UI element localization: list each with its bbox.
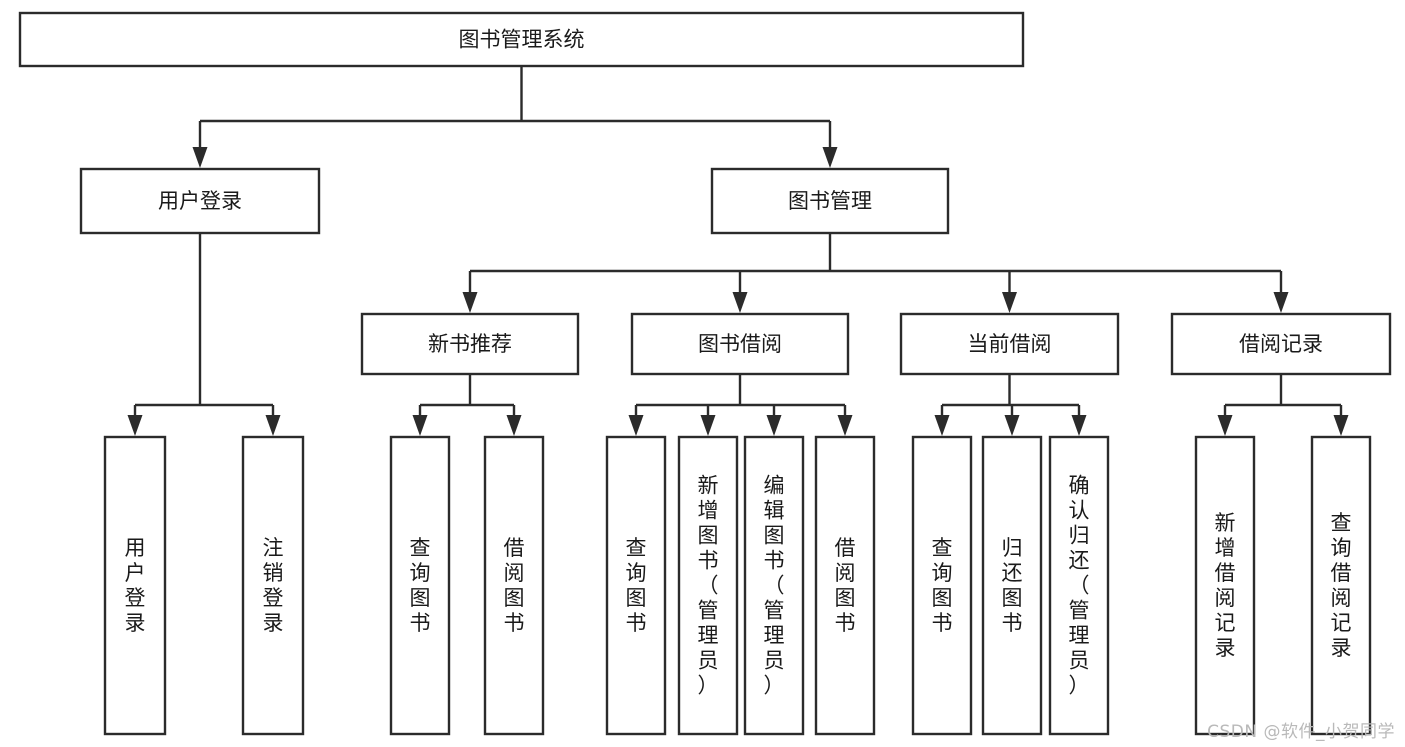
node-box[interactable] bbox=[1310, 435, 1372, 736]
node-leaf_1[interactable]: 注销登录 bbox=[241, 435, 305, 736]
node-label: 新增图书（管理员） bbox=[698, 474, 719, 698]
arrow-head-icon bbox=[1071, 415, 1087, 436]
arrow-head-icon bbox=[1273, 292, 1289, 313]
arrow-head-icon bbox=[265, 415, 281, 436]
node-label: 图书借阅 bbox=[698, 332, 782, 356]
node-root[interactable]: 图书管理系统 bbox=[18, 11, 1025, 68]
node-box[interactable] bbox=[605, 435, 667, 736]
node-label: 查询图书 bbox=[410, 536, 431, 635]
connector-group bbox=[412, 374, 522, 436]
node-box[interactable] bbox=[360, 312, 580, 376]
arrow-head-icon bbox=[412, 415, 428, 436]
node-leaf_2[interactable]: 查询图书 bbox=[389, 435, 451, 736]
connector-layer bbox=[127, 66, 1349, 436]
connector-group bbox=[192, 66, 838, 168]
arrow-head-icon bbox=[1002, 292, 1017, 313]
node-label: 借阅记录 bbox=[1239, 332, 1323, 356]
node-label: 编辑图书（管理员） bbox=[764, 474, 785, 698]
node-box[interactable] bbox=[630, 312, 850, 376]
node-box[interactable] bbox=[899, 312, 1120, 376]
node-box[interactable] bbox=[241, 435, 305, 736]
node-label: 注销登录 bbox=[263, 536, 284, 635]
node-label: 新增借阅记录 bbox=[1215, 511, 1236, 660]
node-box[interactable] bbox=[79, 167, 321, 235]
node-label: 查询图书 bbox=[626, 536, 647, 635]
node-box[interactable] bbox=[1048, 435, 1110, 736]
node-box[interactable] bbox=[981, 435, 1043, 736]
node-label: 确认归还（管理员） bbox=[1069, 474, 1090, 698]
node-label: 查询借阅记录 bbox=[1331, 511, 1352, 660]
arrow-head-icon bbox=[766, 415, 782, 436]
node-leaf_3[interactable]: 借阅图书 bbox=[483, 435, 545, 736]
node-l2_2[interactable]: 当前借阅 bbox=[899, 312, 1120, 376]
arrow-head-icon bbox=[700, 415, 716, 436]
node-label: 查询图书 bbox=[932, 536, 953, 635]
connector-group bbox=[1217, 374, 1349, 436]
node-l2_1[interactable]: 图书借阅 bbox=[630, 312, 850, 376]
node-box[interactable] bbox=[677, 435, 739, 736]
arrow-head-icon bbox=[628, 415, 644, 436]
connector-group bbox=[462, 233, 1289, 313]
arrow-head-icon bbox=[192, 147, 208, 168]
node-leaf_7[interactable]: 借阅图书 bbox=[814, 435, 876, 736]
node-box[interactable] bbox=[743, 435, 805, 736]
arrow-head-icon bbox=[462, 292, 478, 313]
node-box[interactable] bbox=[18, 11, 1025, 68]
arrow-head-icon bbox=[934, 415, 950, 436]
node-box[interactable] bbox=[389, 435, 451, 736]
node-box[interactable] bbox=[814, 435, 876, 736]
node-leaf_5[interactable]: 新增图书（管理员） bbox=[677, 435, 739, 736]
connector-group bbox=[127, 233, 281, 436]
arrow-head-icon bbox=[732, 292, 748, 313]
node-label: 图书管理 bbox=[788, 189, 872, 213]
node-box[interactable] bbox=[483, 435, 545, 736]
arrow-head-icon bbox=[822, 147, 838, 168]
node-leaf_4[interactable]: 查询图书 bbox=[605, 435, 667, 736]
arrow-head-icon bbox=[1333, 415, 1349, 436]
node-leaf_8[interactable]: 查询图书 bbox=[911, 435, 973, 736]
node-l1_0[interactable]: 用户登录 bbox=[79, 167, 321, 235]
node-leaf_9[interactable]: 归还图书 bbox=[981, 435, 1043, 736]
node-box[interactable] bbox=[710, 167, 950, 235]
node-label: 用户登录 bbox=[125, 536, 146, 635]
node-leaf_6[interactable]: 编辑图书（管理员） bbox=[743, 435, 805, 736]
node-box[interactable] bbox=[1194, 435, 1256, 736]
node-leaf_12[interactable]: 查询借阅记录 bbox=[1310, 435, 1372, 736]
arrow-head-icon bbox=[837, 415, 853, 436]
node-label: 当前借阅 bbox=[968, 332, 1052, 356]
node-leaf_10[interactable]: 确认归还（管理员） bbox=[1048, 435, 1110, 736]
connector-group bbox=[934, 374, 1087, 436]
node-label: 借阅图书 bbox=[835, 536, 856, 635]
arrow-head-icon bbox=[127, 415, 143, 436]
node-label: 新书推荐 bbox=[428, 332, 512, 356]
node-box[interactable] bbox=[1170, 312, 1392, 376]
node-l2_0[interactable]: 新书推荐 bbox=[360, 312, 580, 376]
node-leaf_11[interactable]: 新增借阅记录 bbox=[1194, 435, 1256, 736]
node-layer: 图书管理系统用户登录图书管理新书推荐图书借阅当前借阅借阅记录用户登录注销登录查询… bbox=[18, 11, 1392, 736]
node-l2_3[interactable]: 借阅记录 bbox=[1170, 312, 1392, 376]
node-label: 用户登录 bbox=[158, 189, 242, 213]
node-leaf_0[interactable]: 用户登录 bbox=[103, 435, 167, 736]
arrow-head-icon bbox=[1004, 415, 1020, 436]
node-label: 归还图书 bbox=[1002, 536, 1023, 635]
arrow-head-icon bbox=[506, 415, 522, 436]
node-l1_1[interactable]: 图书管理 bbox=[710, 167, 950, 235]
node-box[interactable] bbox=[103, 435, 167, 736]
arrow-head-icon bbox=[1217, 415, 1233, 436]
node-box[interactable] bbox=[911, 435, 973, 736]
node-label: 图书管理系统 bbox=[459, 28, 585, 52]
node-label: 借阅图书 bbox=[504, 536, 525, 635]
connector-group bbox=[628, 374, 853, 436]
